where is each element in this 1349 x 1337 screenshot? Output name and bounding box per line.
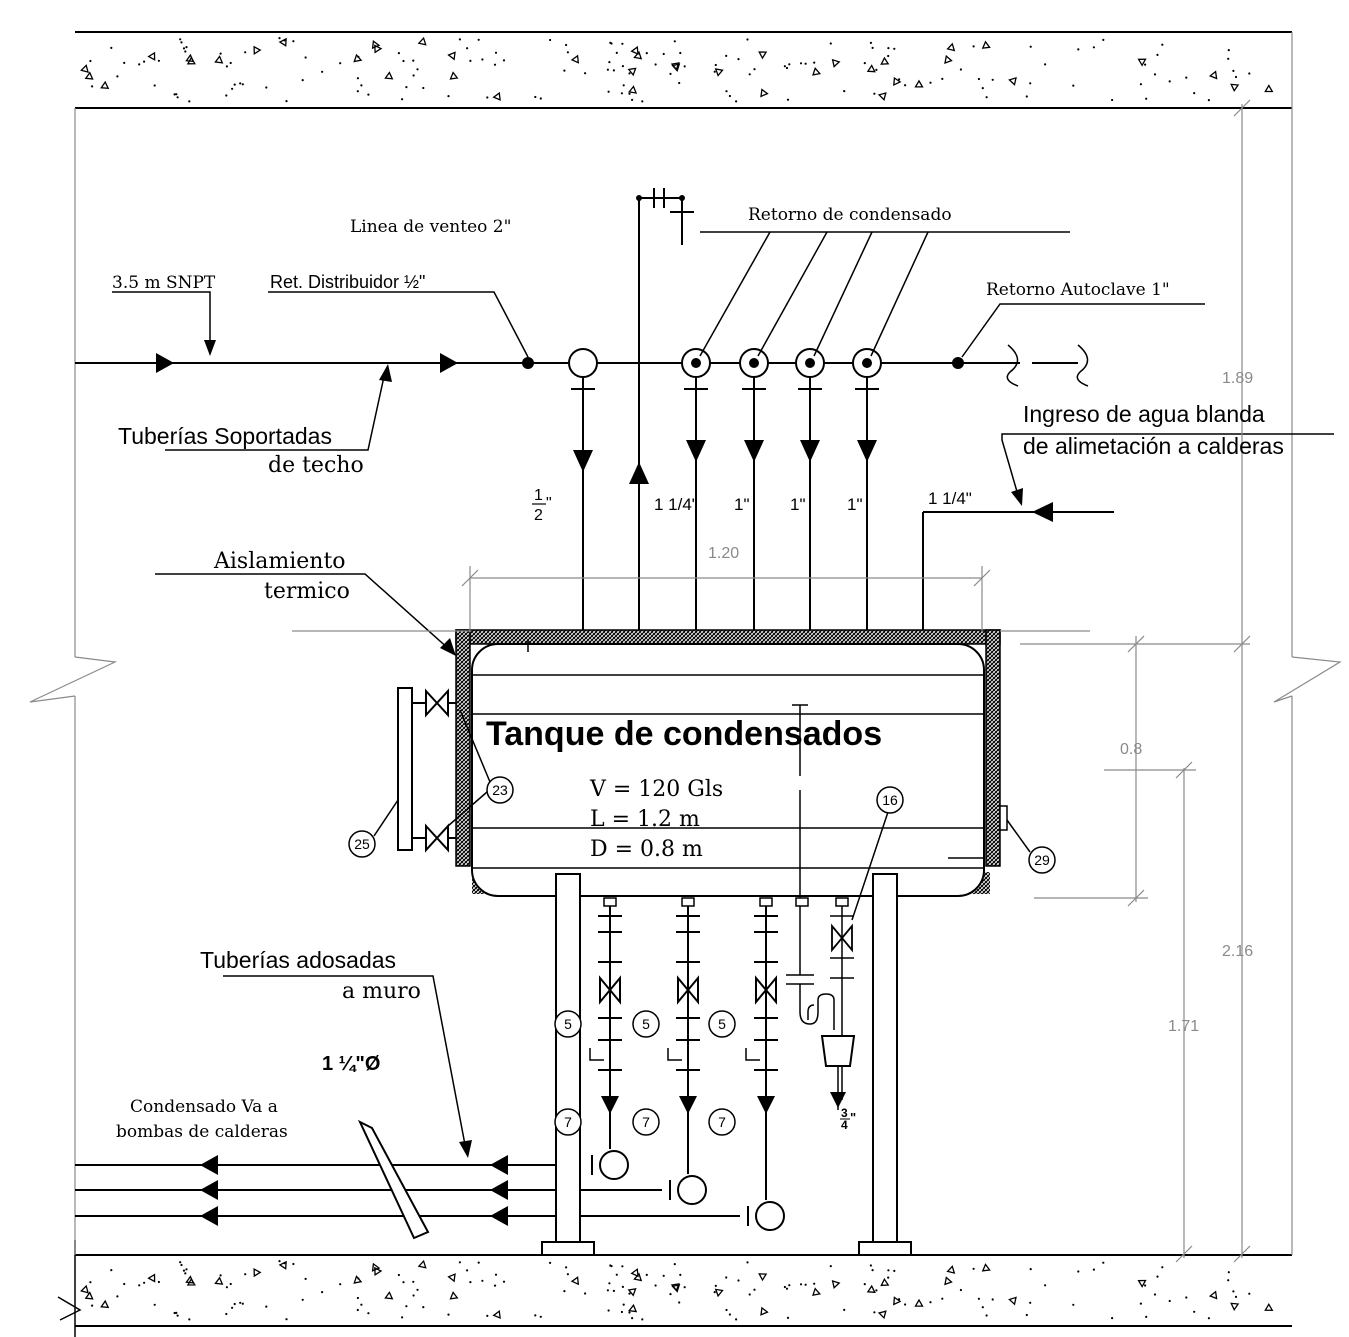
retorno-autoclave-label: Retorno Autoclave 1" <box>986 280 1170 300</box>
ingreso-agua-label: Ingreso de agua blanda <box>1023 401 1265 427</box>
callout-bubble: 16 <box>876 786 904 814</box>
termico-label: termico <box>264 579 350 604</box>
dim-tank-diameter: 0.8 <box>1120 741 1142 758</box>
bombas-label: bombas de calderas <box>116 1122 288 1142</box>
tank-text: Tanque de condensados V = 120 Gls L = 1.… <box>486 715 882 862</box>
dim-total-upper: 1.89 <box>1222 370 1253 387</box>
condensate-tank <box>455 629 1008 975</box>
leader-lines <box>112 231 1334 1158</box>
ceiling-slab <box>75 31 1292 109</box>
return-pipe-symbol <box>852 348 882 378</box>
return-size-3: 1" <box>847 495 863 514</box>
svg-text:5: 5 <box>642 1016 650 1032</box>
pipe-size-labels: 1 2 " 1 1/4" 1" 1" 1" 1 1/4" 3 4 " <box>532 487 972 1132</box>
tank-title: Tanque de condensados <box>486 715 882 753</box>
flow-arrow <box>156 353 174 373</box>
dim-total-lower: 2.16 <box>1222 943 1253 960</box>
svg-text:7: 7 <box>642 1114 650 1130</box>
dim-support-height: 1.71 <box>1168 1018 1199 1035</box>
inlet-size: 1 1/4" <box>928 489 972 508</box>
svg-text:7: 7 <box>564 1114 572 1130</box>
tank-diameter: D = 0.8 m <box>590 837 703 862</box>
callout-bubble: 5 <box>632 1010 660 1038</box>
callout-bubble: 7 <box>708 1108 736 1136</box>
diameter-label: 1 ¼"Ø <box>322 1053 380 1075</box>
callout-bubble: 29 <box>1028 846 1056 874</box>
snpt-label: 3.5 m SNPT <box>112 273 216 293</box>
ret-distribuidor-label: Ret. Distribuidor ½" <box>270 272 425 292</box>
dim-tank-length: 1.20 <box>708 545 739 562</box>
callout-bubble: 23 <box>486 776 514 804</box>
alimentacion-label: de alimetación a calderas <box>1023 433 1284 459</box>
svg-text:7: 7 <box>718 1114 726 1130</box>
svg-text:16: 16 <box>882 792 898 808</box>
return-size-1: 1" <box>734 495 750 514</box>
tuberias-soportadas-label: Tuberías Soportadas <box>118 423 332 449</box>
return-size-2: 1" <box>790 495 806 514</box>
callout-bubbles: 23 25 16 29 5 5 5 7 7 7 <box>348 776 1056 1136</box>
drain-denominator: 4 <box>841 1118 848 1132</box>
floor-slab <box>57 1240 1292 1337</box>
svg-text:5: 5 <box>564 1016 572 1032</box>
retorno-condensado-label: Retorno de condensado <box>748 205 952 225</box>
condensado-label: Condensado Va a <box>130 1097 278 1117</box>
callout-bubble: 25 <box>348 830 376 858</box>
linea-venteo-label: Linea de venteo 2" <box>350 217 511 237</box>
callout-bubble: 7 <box>554 1108 582 1136</box>
supported-pipe-run <box>75 344 1089 387</box>
return-pipe-symbol <box>681 348 711 378</box>
svg-text:5: 5 <box>718 1016 726 1032</box>
flow-arrow <box>440 353 458 373</box>
half-numerator: 1 <box>534 487 543 504</box>
callout-bubble: 7 <box>632 1108 660 1136</box>
wall-lines <box>29 32 1342 1255</box>
drain-inch-mark: " <box>850 1110 856 1125</box>
outlet-pipes <box>589 897 785 1231</box>
vent-size: 1 1/4" <box>654 495 698 514</box>
discharge-pipes <box>75 1119 740 1240</box>
return-pipe-symbol <box>739 348 769 378</box>
support-legs <box>541 873 912 1256</box>
annotations: 3.5 m SNPT Ret. Distribuidor ½" Linea de… <box>112 205 1284 1142</box>
callout-bubble: 5 <box>554 1010 582 1038</box>
steam-trap-branch <box>786 897 856 1110</box>
dimension-labels: 1.89 1.20 0.8 2.16 1.71 <box>708 370 1253 1035</box>
tank-length: L = 1.2 m <box>590 807 700 832</box>
level-gauge <box>397 687 456 853</box>
dimension-lines <box>292 99 1251 1263</box>
half-inch-mark: " <box>546 495 552 512</box>
svg-text:29: 29 <box>1034 852 1050 868</box>
return-pipe-symbol <box>795 348 825 378</box>
drain-numerator: 3 <box>841 1106 848 1120</box>
tank-volume: V = 120 Gls <box>589 777 723 802</box>
vertical-pipes <box>571 188 1114 632</box>
svg-text:23: 23 <box>492 782 508 798</box>
pipe-drop-symbol <box>568 348 598 378</box>
aislamiento-label: Aislamiento <box>213 549 346 574</box>
half-denominator: 2 <box>534 507 543 524</box>
callout-bubble: 5 <box>708 1010 736 1038</box>
svg-text:25: 25 <box>354 836 370 852</box>
tuberias-adosadas-label: Tuberías adosadas <box>200 947 396 973</box>
a-muro-label: a muro <box>342 979 421 1004</box>
de-techo-label: de techo <box>268 453 364 478</box>
